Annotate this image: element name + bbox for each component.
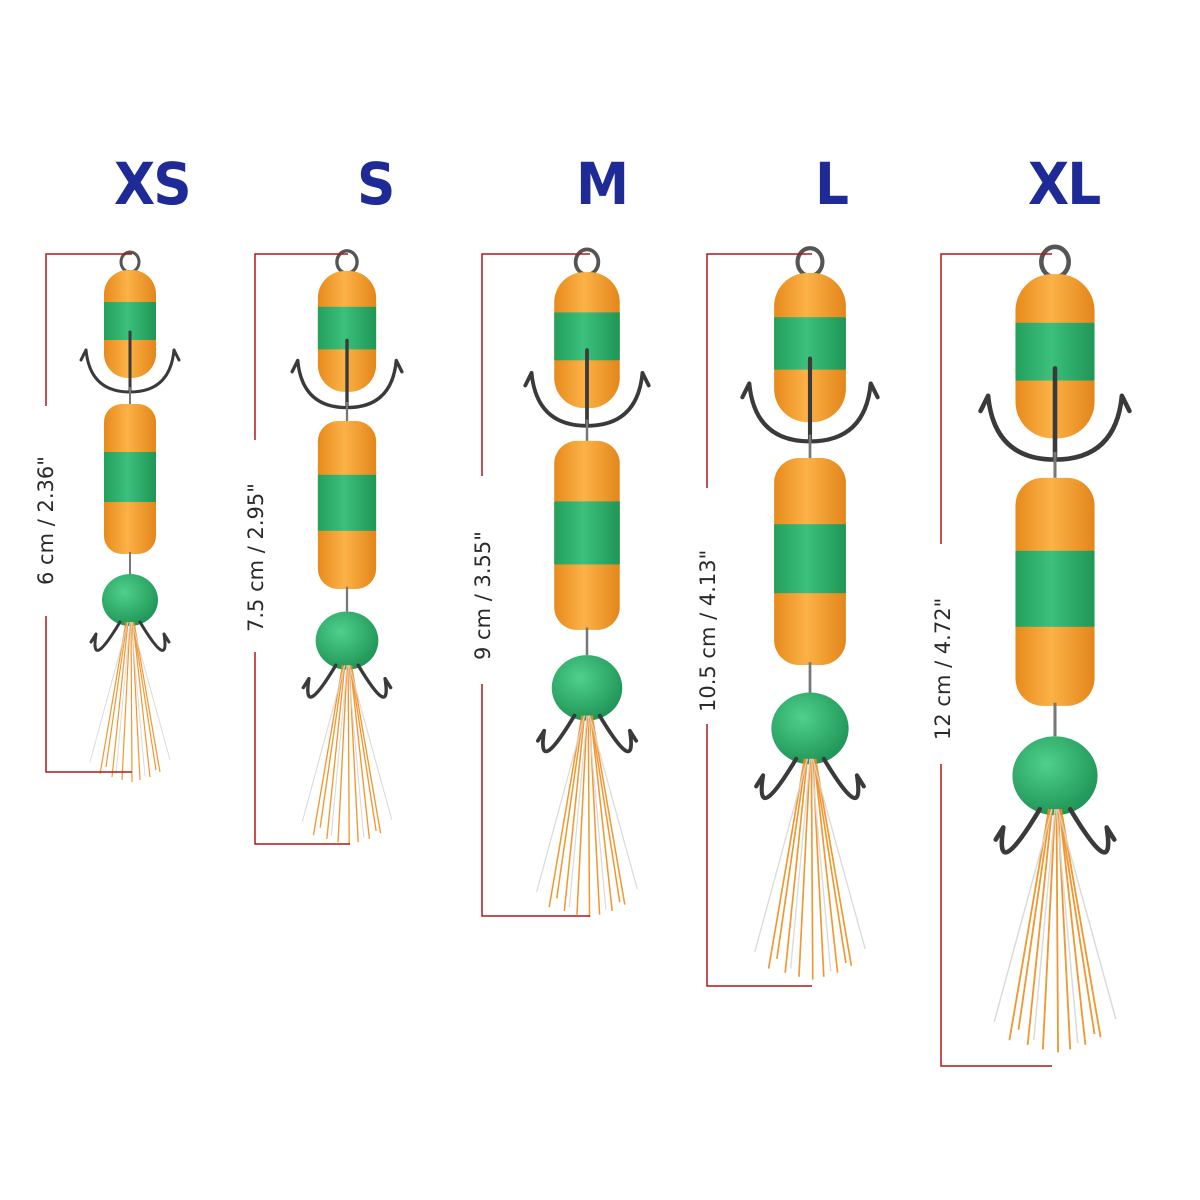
ruler-m xyxy=(481,253,590,917)
ruler-l xyxy=(706,253,812,987)
measure-m: 9 cm / 3.55" xyxy=(471,531,495,660)
lure-l xyxy=(742,248,877,979)
measure-xl: 12 cm / 4.72" xyxy=(931,598,955,740)
size-label-xl: XL xyxy=(1028,150,1101,218)
lure-xs xyxy=(79,250,181,784)
size-label-l: L xyxy=(815,150,849,218)
ruler-s xyxy=(254,253,350,845)
lure-xl xyxy=(981,247,1130,1053)
measure-l: 10.5 cm / 4.13" xyxy=(696,550,720,712)
measure-s: 7.5 cm / 2.95" xyxy=(244,483,268,632)
lure-m xyxy=(523,247,651,920)
size-label-s: S xyxy=(357,150,395,218)
size-label-m: M xyxy=(576,150,629,218)
ruler-xl xyxy=(940,253,1052,1067)
ruler-xs xyxy=(45,253,132,773)
size-label-xs: XS xyxy=(114,150,192,218)
lure-s xyxy=(290,249,404,847)
measure-xs: 6 cm / 2.36" xyxy=(34,456,58,585)
